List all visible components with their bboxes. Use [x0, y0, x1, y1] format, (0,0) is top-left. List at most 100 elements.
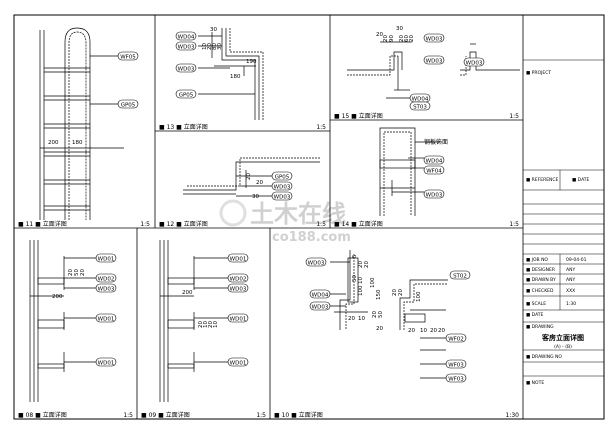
title-block-label: ■ REFERENCE	[526, 177, 559, 183]
dimension-value: 20	[399, 35, 405, 42]
watermark-en: co188.com	[272, 230, 351, 245]
watermark-cn: 土木在线	[250, 200, 346, 228]
title-block-label: ■ CHECKED	[526, 288, 554, 294]
sheet-frame	[13, 14, 605, 420]
panel-title-text: ■ 14 ■ 立面详图	[334, 220, 383, 228]
material-tag-label: WD01	[98, 257, 115, 263]
material-tag-label: WD01	[230, 361, 247, 367]
material-tag: WD03	[423, 33, 445, 43]
panel-title-15: ■ 15 ■ 立面详图 1:5	[334, 112, 519, 120]
panel-scale: 1:5	[509, 113, 519, 120]
material-tag-label: WD03	[230, 287, 247, 293]
dimension-value: 20	[409, 35, 415, 42]
material-tag: WD01	[95, 253, 117, 263]
dimension-value: 20	[208, 321, 214, 328]
panel-title-08: ■ 08 ■ 立面详图 1:5	[18, 411, 133, 419]
dimension-value: 20	[207, 43, 213, 50]
dimension-value: 200	[48, 140, 59, 146]
finish-note: 钢板饰面	[424, 138, 448, 146]
material-tag-label: WD01	[98, 361, 115, 367]
dimension-value: 90	[389, 35, 395, 42]
material-tag: WF03	[445, 359, 467, 369]
material-tag: WD01	[227, 253, 249, 263]
material-tag-label: WD04	[412, 97, 429, 103]
material-tag: WF02	[445, 333, 467, 343]
material-tag-label: WD02	[98, 277, 115, 283]
material-tag: WF03	[445, 373, 467, 383]
dimension-value: 100	[370, 277, 376, 288]
dimension-value: 200	[52, 294, 63, 300]
material-tag: GP05	[271, 171, 293, 181]
title-block-value: XXX	[566, 288, 575, 294]
title-block-label: ■ DRAWING	[526, 324, 554, 330]
material-tag: WD03	[309, 301, 331, 311]
material-tag: WF04	[423, 165, 445, 175]
title-block-label: ■ PROJECT	[526, 70, 551, 76]
panel-title-text: ■ 08 ■ 立面详图	[18, 411, 67, 419]
panel-15	[347, 41, 520, 99]
material-tag: ST03	[409, 101, 431, 111]
dimension-value: 80	[212, 43, 218, 50]
drawing-no-label: ■ DRAWING NO	[526, 354, 562, 360]
dimension-value: 20	[383, 35, 389, 42]
title-block-value: 09-04-01	[566, 257, 587, 263]
dimension-value: 5	[352, 254, 358, 258]
material-tag-label: WD03	[274, 195, 291, 201]
material-tag-label: WD01	[230, 317, 247, 323]
dimension-value: 190	[246, 59, 257, 65]
material-tag: ST02	[449, 270, 471, 280]
material-tag-label: GP05	[121, 103, 136, 109]
panel-08	[29, 240, 96, 402]
dimension-value: 10	[213, 321, 219, 328]
dimension-value: 20	[256, 180, 263, 186]
material-tag: WD01	[95, 357, 117, 367]
panel-scale: 1:5	[123, 412, 133, 419]
dimension-value: 60	[404, 35, 410, 42]
dimension-value: 20	[392, 289, 398, 296]
dimension-value: 100	[358, 285, 364, 296]
material-tag-label: ST02	[453, 274, 467, 280]
material-tag: WD03	[463, 57, 485, 67]
material-tag: WD03	[423, 55, 445, 65]
material-tag-label: WF05	[120, 55, 136, 61]
panel-13	[198, 28, 264, 120]
dimension-value: 50	[74, 269, 80, 276]
dimension-value: 20	[430, 328, 437, 334]
dimension-value: 180	[230, 74, 241, 80]
panel-11	[39, 27, 124, 220]
material-tag-label: WD03	[426, 37, 443, 43]
dimension-value: 20	[198, 321, 204, 328]
title-block-value: ANY	[566, 277, 575, 283]
panel-scale: 1:30	[506, 412, 520, 419]
title-block-label: ■ DATE	[526, 312, 544, 318]
material-tag-label: WD03	[426, 59, 443, 65]
material-tag-label: WD04	[312, 293, 329, 299]
watermark: 土木在线 co188.com	[219, 199, 351, 245]
material-tag-label: WD03	[178, 45, 195, 51]
dimension-value: 20	[408, 328, 415, 334]
dimension-value: 20	[364, 261, 370, 268]
dimension-value: 30	[396, 26, 403, 32]
panel-title-text: ■ 15 ■ 立面详图	[334, 112, 383, 120]
title-block-value: ■ DATE	[572, 177, 590, 183]
material-tag-label: WD03	[274, 185, 291, 191]
title-block-grid	[523, 59, 604, 377]
material-tag: WD02	[95, 273, 117, 283]
material-tag: WD01	[227, 313, 249, 323]
material-tag: WD03	[305, 257, 327, 267]
panel-scale: 1:5	[316, 221, 326, 228]
material-tag-label: WF03	[448, 363, 464, 369]
dimension-value: 20	[68, 269, 74, 276]
rounded-post	[64, 27, 91, 220]
panel-09	[159, 240, 228, 402]
panel-12	[183, 157, 320, 197]
dimension-value: 100	[416, 291, 422, 302]
